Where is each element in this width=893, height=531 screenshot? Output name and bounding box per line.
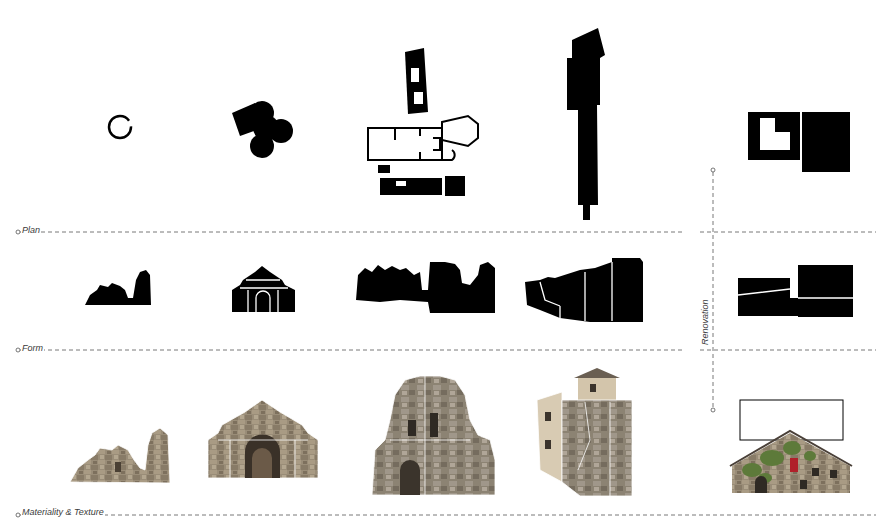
materiality-figures-part [537,392,562,482]
plan-figures-part-part [433,138,440,150]
materiality-figures-part [545,412,551,421]
form-figures-part [525,258,643,322]
plan-figures-part-part [445,176,465,196]
row-label: Form [21,343,44,353]
guide-dots-part [711,408,715,412]
renovation-figure-part [732,433,850,493]
plan-figures-part [567,28,605,220]
row-guides-part [713,172,714,408]
materiality-figures-part [430,413,438,437]
renovation-figure-part [812,468,819,476]
materiality-figures-part [590,384,596,392]
materiality-figures-part [562,400,632,496]
form-figures-part-part [798,265,853,317]
materiality-figures-part [545,440,551,449]
section-label-holder: Renovation [694,298,712,346]
form-figures-part [85,270,151,305]
guide-dots-part [711,168,715,172]
form-figures-part [738,265,853,317]
plan-figures-part-part [442,150,455,160]
plan-figures-part [368,48,478,196]
materiality-figures-part [115,462,121,472]
row-guides-part [20,232,682,233]
plan-figures [109,28,850,220]
form-figures-part [356,262,495,313]
plan-figures-part [748,112,850,172]
row-guides [20,172,876,515]
plan-figures-part-part [380,178,442,195]
form-figures-part [232,266,295,312]
form-figures-part [540,262,612,321]
plan-figures-part-part [748,112,800,160]
plan-figures-part-part [395,128,420,160]
materiality-figures-part [400,460,420,495]
materiality-figures-part [578,378,616,402]
row-guides-part [700,350,876,351]
row-guides-part [700,232,876,233]
row-label: Materiality & Texture [21,507,105,517]
renovation-figure-part-part [760,450,784,466]
form-figures [85,258,853,322]
renovation-figure-part [830,470,837,478]
row-guides-part [20,515,876,516]
guide-dots-part [16,348,20,352]
row-label-holder: Plan [21,219,41,237]
materiality-figures-part [70,428,170,483]
materiality-figures-part [408,420,416,436]
plan-figures-part [760,118,790,150]
materiality-figures-part [372,376,495,495]
guide-dots-part [16,230,20,234]
materiality-figures-part [208,400,318,478]
section-label: Renovation [700,298,710,346]
plan-figures-part-part [378,165,390,173]
plan-figures-part-part [396,181,406,186]
guide-dots-part [16,513,20,517]
row-guides-part [20,350,682,351]
plan-figures-part-part [368,128,442,160]
materiality-figures [70,368,632,496]
guide-dots [16,168,715,517]
plan-figures-part-part [442,116,478,146]
renovation-figure-part-part [742,463,762,477]
renovation-figure-part-part [783,441,801,455]
renovation-figure [730,400,852,493]
materiality-figures-part [245,435,280,479]
plan-figures-part-part [802,112,850,172]
row-label-holder: Form [21,337,44,355]
renovation-figure-part-part [804,451,816,461]
renovation-figure-part [742,441,816,483]
form-figures-part [738,289,853,298]
materiality-figures-part [252,448,272,478]
renovation-figure-part [790,458,798,472]
plan-figures-part [109,116,131,138]
materiality-figures-part [574,368,620,378]
materiality-figures-part [390,376,470,495]
plan-figures-part-part [253,115,279,141]
materiality-figures-part [218,440,308,478]
plan-figures-part-part [414,92,423,104]
plan-figures-part [749,113,759,123]
form-figures-part [240,280,288,312]
renovation-figure-part [800,480,807,489]
renovation-figure-part [755,476,767,493]
row-label-holder: Materiality & Texture [21,501,105,519]
form-figures-part-part [738,278,790,316]
plan-figures-part-part [405,48,428,114]
plan-figures-part-part [411,68,419,82]
materiality-figures-part [578,402,610,496]
plan-figures-part [232,101,293,158]
row-label: Plan [21,225,41,235]
